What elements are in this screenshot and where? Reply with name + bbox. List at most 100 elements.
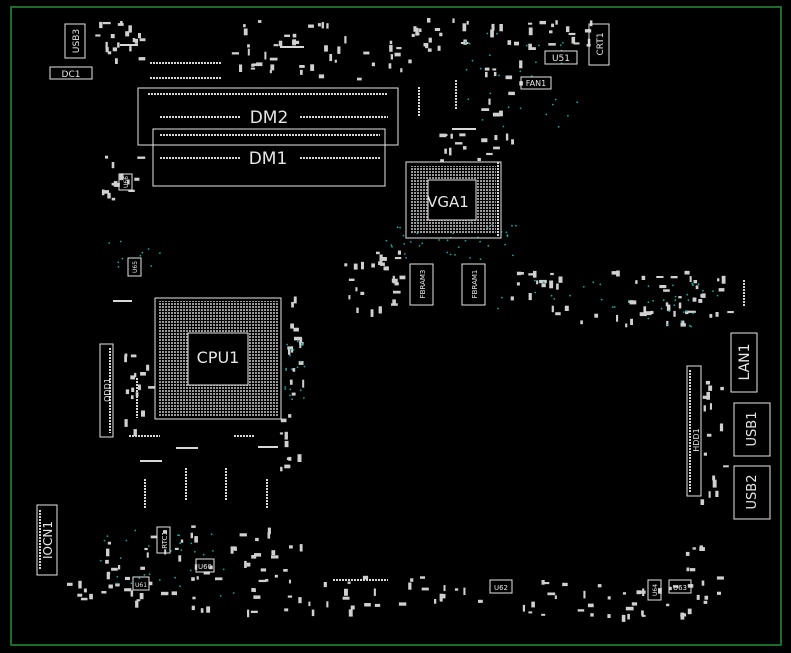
via — [212, 550, 214, 552]
smd-pad — [115, 58, 118, 64]
smd-pad — [308, 601, 311, 607]
smd-pad — [308, 24, 314, 28]
smd-pad — [715, 312, 719, 317]
smd-pad — [254, 553, 262, 557]
smd-pad — [146, 552, 149, 558]
via — [143, 574, 146, 576]
smd-pad — [252, 63, 261, 66]
smd-pad — [493, 71, 497, 77]
smd-pad — [695, 285, 699, 290]
via — [500, 296, 503, 299]
smd-pad — [265, 579, 269, 582]
smd-pad — [136, 599, 141, 602]
usb3-outline — [64, 23, 86, 59]
smd-pad — [696, 594, 700, 600]
smd-pad — [685, 551, 690, 556]
via — [489, 92, 492, 95]
smd-pad — [543, 582, 550, 585]
smd-pad — [455, 142, 463, 145]
via — [284, 386, 287, 388]
u66-chip: U66 — [118, 173, 133, 191]
smd-pad — [140, 372, 146, 376]
smd-pad — [292, 33, 297, 38]
via — [180, 549, 183, 551]
via — [592, 281, 595, 284]
smd-pad — [148, 386, 155, 389]
usb3-label: USB3 — [72, 29, 82, 53]
smd-pad — [706, 433, 712, 437]
dm2-outline — [137, 87, 399, 146]
crt1-label: CRT1 — [596, 32, 606, 55]
via — [496, 32, 498, 35]
smd-pad — [381, 257, 387, 261]
trace-strips — [113, 44, 745, 581]
smd-pad — [292, 368, 296, 372]
smd-pad — [101, 591, 107, 594]
via — [119, 240, 122, 243]
fbram3-chip: FBRAM3 — [409, 263, 434, 306]
smd-pad — [622, 592, 626, 595]
via — [559, 44, 562, 47]
via — [385, 239, 388, 242]
smd-pad — [650, 310, 654, 314]
u66-outline — [118, 173, 133, 191]
smd-pad — [293, 296, 297, 304]
smd-pad — [639, 312, 647, 317]
smd-pad — [564, 305, 569, 311]
smd-pad — [128, 189, 135, 192]
smd-pad — [360, 291, 365, 295]
smd-pad — [347, 581, 351, 584]
smd-pad — [439, 593, 443, 602]
u64-outline — [647, 579, 662, 601]
smd-pad — [413, 26, 417, 32]
smd-pad — [494, 135, 498, 141]
smd-pad — [111, 197, 116, 201]
via — [125, 539, 128, 542]
smd-pad — [215, 577, 223, 581]
smd-pad — [477, 157, 481, 161]
smd-pad — [439, 32, 443, 37]
via — [409, 241, 412, 243]
odd1-connector: ODD1 — [99, 343, 114, 438]
smd-pad — [723, 465, 729, 468]
via — [545, 113, 548, 116]
smd-pad — [686, 567, 690, 572]
smd-pad — [370, 309, 374, 317]
smd-pad — [334, 59, 337, 63]
lan1-outline — [730, 332, 758, 393]
smd-pad — [150, 535, 157, 539]
smd-pad — [324, 45, 328, 52]
via — [210, 533, 213, 536]
smd-pad — [80, 597, 88, 601]
smd-pad — [294, 336, 302, 341]
smd-pad — [449, 147, 452, 156]
smd-pad — [362, 575, 369, 580]
smd-pad — [163, 530, 167, 534]
smd-pad — [271, 550, 276, 555]
fbram1-chip: FBRAM1 — [461, 263, 486, 306]
smd-pad — [625, 606, 634, 611]
smd-pad — [554, 595, 557, 600]
smd-pad — [717, 591, 721, 595]
smd-pad — [421, 587, 429, 591]
via — [457, 246, 460, 249]
smd-pad — [528, 273, 537, 276]
smd-pad — [666, 304, 671, 311]
rtc1-outline — [156, 526, 171, 554]
smd-pad — [344, 36, 347, 44]
smd-pad — [297, 454, 302, 462]
via — [691, 283, 694, 286]
via — [469, 257, 472, 259]
via — [179, 542, 182, 545]
via — [487, 244, 490, 247]
smd-pad — [239, 64, 243, 72]
smd-pad — [95, 34, 101, 37]
smd-pad — [516, 282, 520, 286]
via — [507, 106, 510, 109]
smd-pad — [684, 270, 690, 275]
smd-pad — [112, 47, 117, 52]
smd-pad — [499, 110, 503, 117]
smd-pad — [493, 146, 500, 150]
smd-pad — [258, 579, 267, 583]
via — [222, 568, 225, 571]
